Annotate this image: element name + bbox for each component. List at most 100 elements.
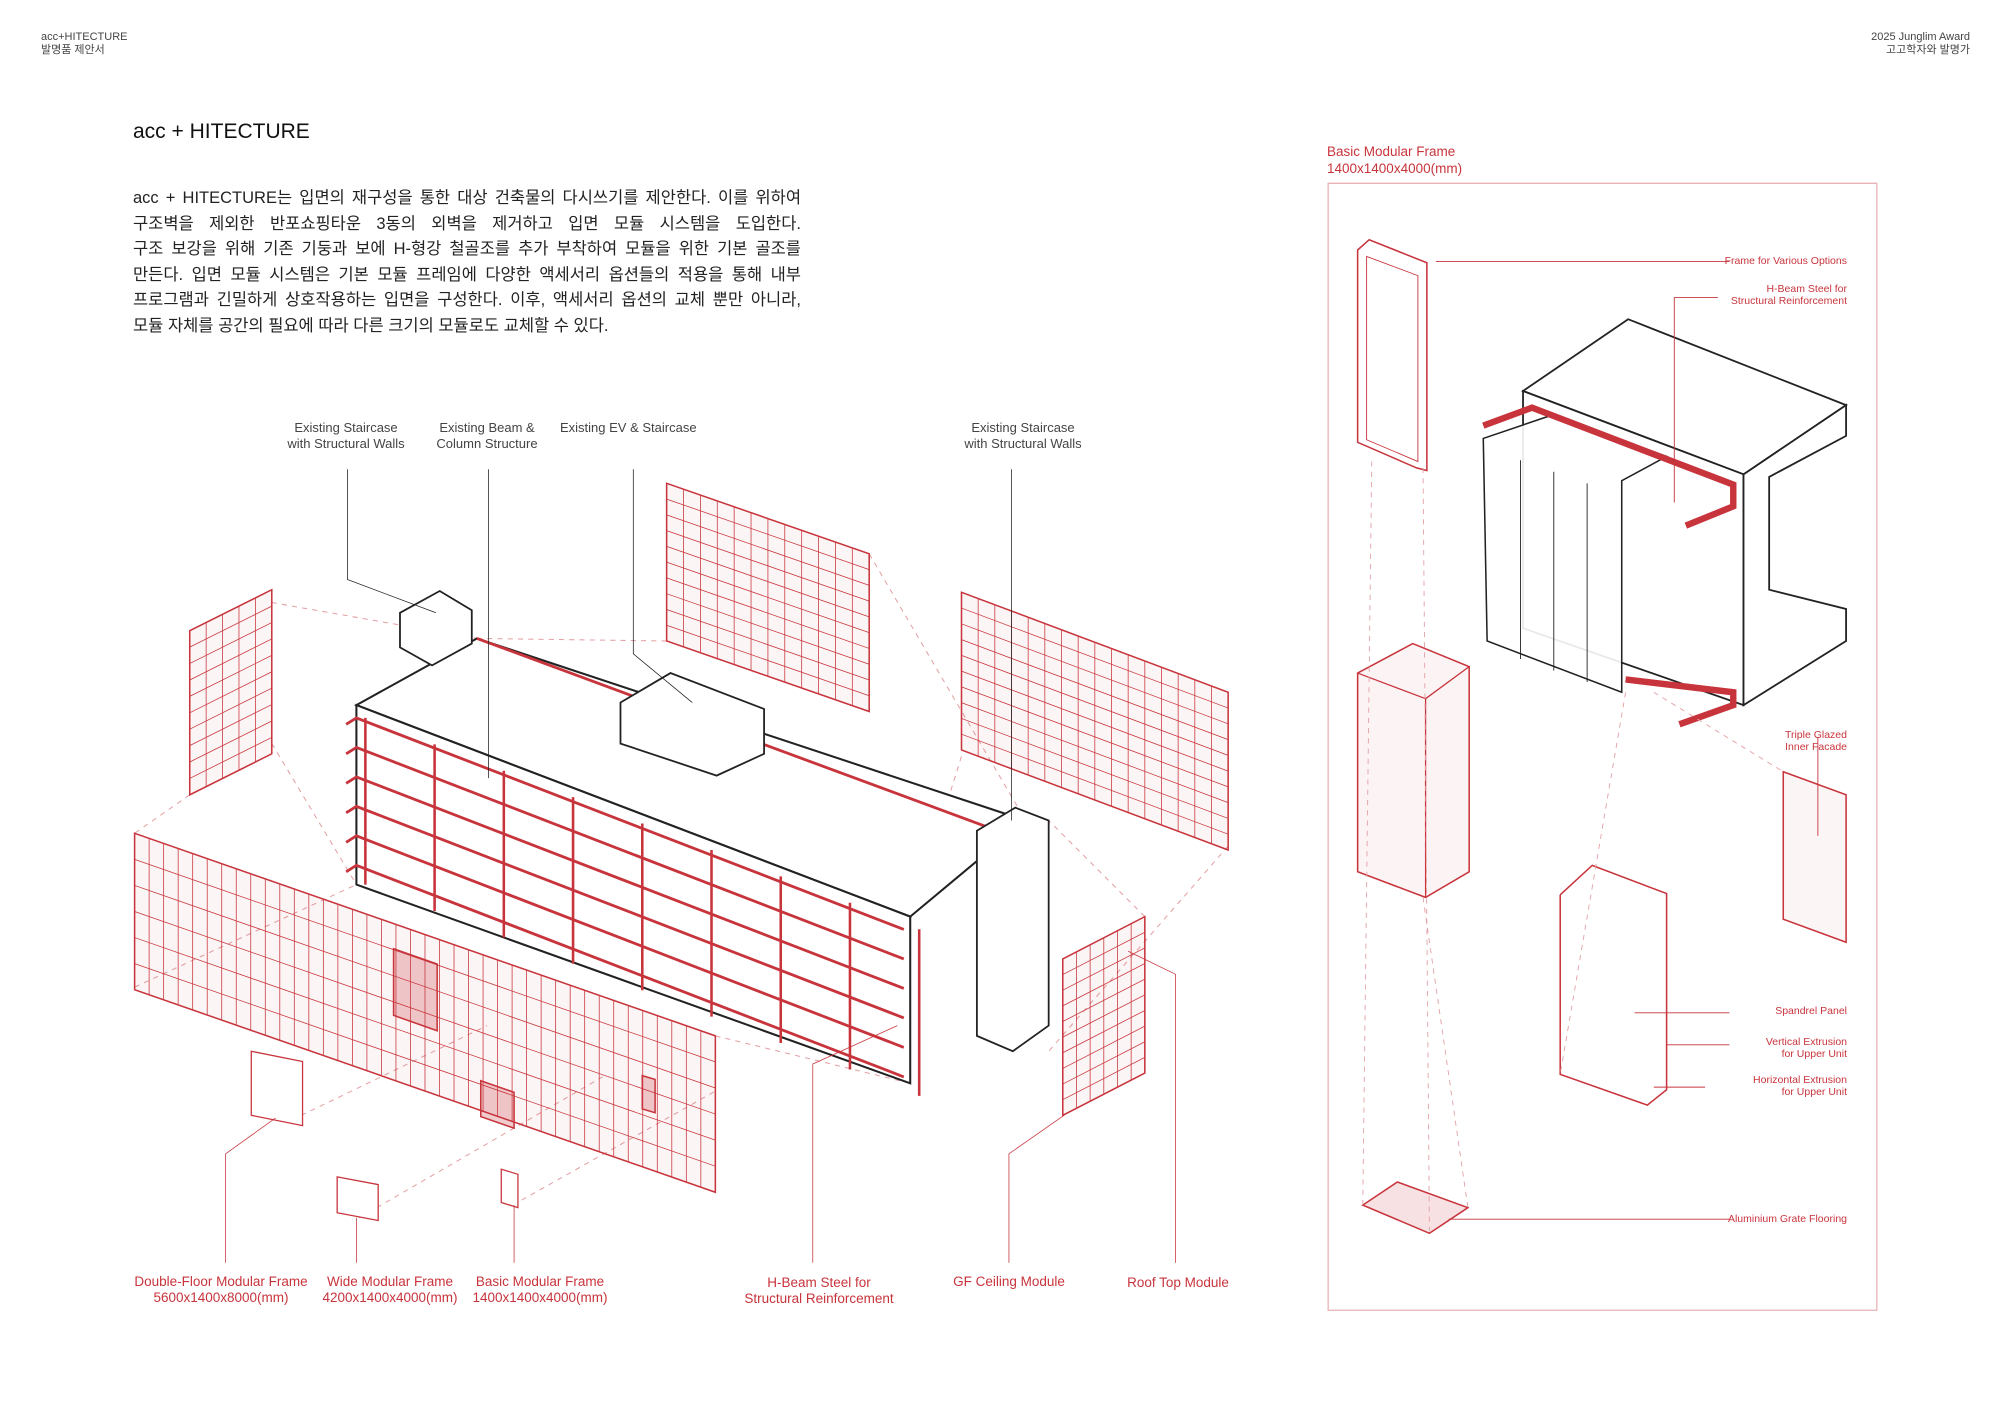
paragraph-line: 만든다. 입면 모듈 시스템은 기본 모듈 프레임에 다양한 액세서리 옵션들의… — [133, 265, 801, 284]
line — [1425, 666, 1470, 700]
label-line: H-Beam Steel for — [767, 1275, 871, 1290]
leader-line — [1127, 950, 1176, 1263]
facade-panel-right-transom — [961, 686, 1229, 788]
page-title: acc + HITECTURE — [133, 120, 310, 143]
h-beam-floor — [345, 804, 905, 1020]
label-aluminium-grate: Aluminium Grate Flooring — [1728, 1213, 1847, 1225]
h-beam-floor — [345, 863, 905, 1079]
facade-panel-top-transom — [666, 546, 870, 618]
h-beam-upper — [1482, 404, 1737, 529]
roof-top-module-transom — [1062, 963, 1146, 1007]
label-gf-ceiling: GF Ceiling Module — [953, 1274, 1065, 1290]
label-line: Existing EV & Staircase — [560, 420, 697, 435]
projection-line — [271, 602, 477, 639]
leader-line — [812, 1025, 898, 1263]
projection-line — [301, 1025, 488, 1116]
label-line: Vertical Extrusion — [1765, 1036, 1847, 1048]
h-beam-floor — [345, 834, 905, 1049]
label-line: Aluminium Grate Flooring — [1727, 1213, 1847, 1225]
label-roof-top: Roof Top Module — [1127, 1275, 1229, 1291]
header-left: acc+HITECTURE 발명품 제안서 — [41, 31, 128, 57]
projection-line — [1048, 845, 1229, 1052]
facade-panel-left-transom — [189, 704, 272, 746]
projection-line — [1048, 820, 1146, 917]
frame-for-various-options — [1356, 238, 1428, 472]
basic-module-sample — [500, 1168, 519, 1209]
projection-line — [271, 743, 357, 885]
label-line: Structural Reinforcement — [1730, 295, 1847, 307]
paragraph-line: 구조 보강을 위해 기존 기둥과 보에 H-형강 철골조를 추가 부착하여 모듈… — [133, 240, 801, 259]
h-beam-floor — [345, 716, 905, 931]
projection-line — [1559, 692, 1627, 1075]
label-line: Double-Floor Modular Frame — [134, 1274, 308, 1289]
paragraph-line: acc + HITECTURE는 입면의 재구성을 통한 대상 건축물의 다시쓰… — [133, 189, 801, 207]
label-line: Structural Reinforcement — [744, 1291, 894, 1306]
existing-staircase-right — [975, 806, 1050, 1053]
label-line: Inner Facade — [1785, 741, 1847, 753]
header-right: 2025 Junglim Award 고고학자와 발명가 — [1871, 31, 1970, 57]
label-line: 4200x1400x4000(mm) — [322, 1290, 458, 1305]
facade-panel-top-transom — [666, 609, 870, 681]
label-line: Existing Staircase — [971, 420, 1075, 435]
facade-panel-top-transom — [666, 514, 870, 586]
double-floor-module-sample — [250, 1050, 304, 1127]
projection-line — [1362, 461, 1373, 1206]
label-line: Basic Modular Frame — [475, 1274, 605, 1289]
roof-top-module-transom — [1062, 947, 1146, 991]
projection-line — [1653, 691, 1784, 773]
label-line: with Structural Walls — [964, 436, 1082, 451]
basic-modular-frame — [641, 1074, 656, 1114]
label-existing-ev-staircase: Existing EV & Staircase — [560, 420, 697, 436]
h-beam-lower — [1625, 676, 1737, 728]
facade-panel-left-transom — [189, 687, 272, 730]
label-line: 5600x1400x8000(mm) — [153, 1290, 289, 1305]
label-line: Existing Staircase — [294, 420, 398, 435]
double-floor-facade-panel-transom — [134, 859, 716, 1063]
paragraph-line: 모듈 자체를 공간의 필요에 따라 다른 크기의 모듈로도 교체할 수 있다. — [133, 316, 609, 335]
aluminium-grate-flooring — [1361, 1181, 1470, 1235]
facade-panel-top-transom — [666, 561, 870, 634]
roof-top-module-transom — [1062, 1041, 1146, 1085]
label-existing-staircase-left: Existing Staircase with Structural Walls — [287, 420, 404, 452]
leader-line — [1008, 1115, 1065, 1263]
facade-panel-left-transom — [189, 622, 272, 664]
header-left-line1: acc+HITECTURE — [41, 31, 128, 43]
label-line: Roof Top Module — [1127, 1275, 1229, 1290]
paragraph-line: 구조벽을 제외한 반포쇼핑타운 3동의 외벽을 제거하고 입면 모듈 시스템을 … — [133, 214, 801, 233]
double-floor-facade-panel-transom — [134, 937, 716, 1141]
header-left-line2: 발명품 제안서 — [41, 44, 105, 56]
label-line: for Upper Unit — [1781, 1048, 1847, 1060]
roof-top-module-transom — [1062, 1025, 1146, 1069]
label-line: Column Structure — [436, 436, 538, 451]
facade-panel-right-transom — [961, 639, 1229, 740]
leader-line — [225, 1117, 276, 1263]
projection-line — [868, 553, 1027, 821]
facade-panel-right-transom — [961, 623, 1229, 725]
basic-modular-frame-detail — [1356, 642, 1470, 899]
label-line: H-Beam Steel for — [1766, 283, 1847, 295]
projection-line — [512, 1089, 719, 1206]
label-line: Triple Glazed — [1784, 729, 1847, 741]
label-spandrel: Spandrel Panel — [1775, 1005, 1847, 1017]
facade-panel-left-transom — [189, 720, 272, 763]
projection-line — [715, 1035, 911, 1084]
detail-title-line1: Basic Modular Frame — [1327, 144, 1456, 159]
roof-top-module-transom — [1062, 994, 1146, 1038]
facade-panel-right-transom — [961, 733, 1229, 835]
projection-line — [1422, 467, 1430, 1231]
detail-title: Basic Modular Frame 1400x1400x4000(mm) — [1327, 143, 1462, 177]
double-floor-facade-panel-transom — [134, 963, 716, 1167]
facade-panel-top-transom — [666, 530, 870, 602]
roof-top-module-transom — [1062, 1057, 1146, 1101]
label-line: for Upper Unit — [1781, 1086, 1847, 1098]
h-beam-floor — [345, 775, 905, 990]
facade-panel-left-transom — [189, 737, 272, 779]
label-frame-options: Frame for Various Options — [1725, 255, 1847, 267]
roof-top-module-transom — [1062, 1010, 1146, 1054]
label-basic-frame: Basic Modular Frame 1400x1400x4000(mm) — [472, 1274, 607, 1306]
header-right-line2: 고고학자와 발명가 — [1885, 44, 1970, 56]
